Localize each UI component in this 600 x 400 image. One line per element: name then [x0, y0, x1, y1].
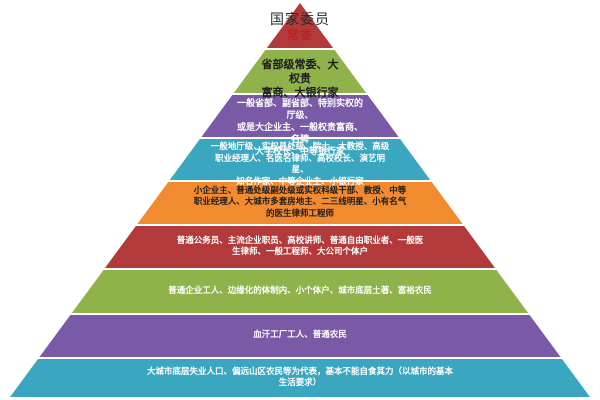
tier-band-6	[71, 270, 529, 313]
tier-band-5	[104, 226, 496, 268]
tier-band-3	[169, 139, 431, 180]
tier-band-7	[39, 315, 561, 357]
apex-band	[266, 3, 334, 49]
tier-band-2	[201, 95, 399, 137]
tier-band-4	[137, 182, 463, 224]
tier-band-1	[233, 50, 367, 93]
tier-band-8	[10, 359, 590, 397]
